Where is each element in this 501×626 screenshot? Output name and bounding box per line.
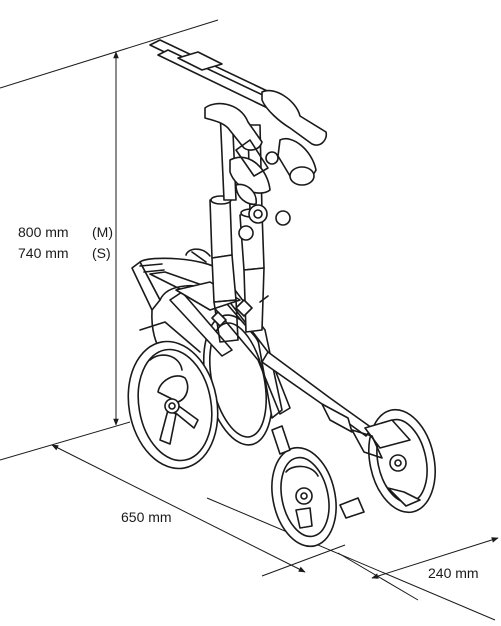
length-label: 650 mm: [121, 509, 172, 525]
dimension-lines: [0, 19, 499, 621]
front-caster-right: [351, 408, 436, 514]
width-extension-line: [261, 544, 346, 577]
height-line-medium: 800 mm (M): [18, 222, 113, 243]
rear-wheel-left: [127, 340, 219, 470]
height-label: 800 mm (M) 740 mm (S): [18, 222, 113, 264]
handlebar-assembly: [149, 39, 328, 186]
frame-details: [139, 248, 269, 327]
folding-mechanism: [229, 151, 291, 241]
length-dimension-arrow: [51, 444, 306, 573]
height-size-medium: (M): [92, 224, 113, 240]
height-top-extension-line: [0, 19, 219, 89]
rollator-illustration: [127, 39, 436, 548]
height-bottom-extension-line: [0, 421, 131, 461]
height-size-small: (S): [92, 245, 111, 261]
rollator-frame: [131, 257, 373, 437]
height-value-medium: 800 mm: [18, 224, 69, 240]
width-label: 240 mm: [428, 565, 479, 581]
height-line-small: 740 mm (S): [18, 243, 113, 264]
height-value-small: 740 mm: [18, 245, 69, 261]
width-dimension-arrow: [371, 537, 499, 579]
front-caster-left: [271, 425, 365, 548]
